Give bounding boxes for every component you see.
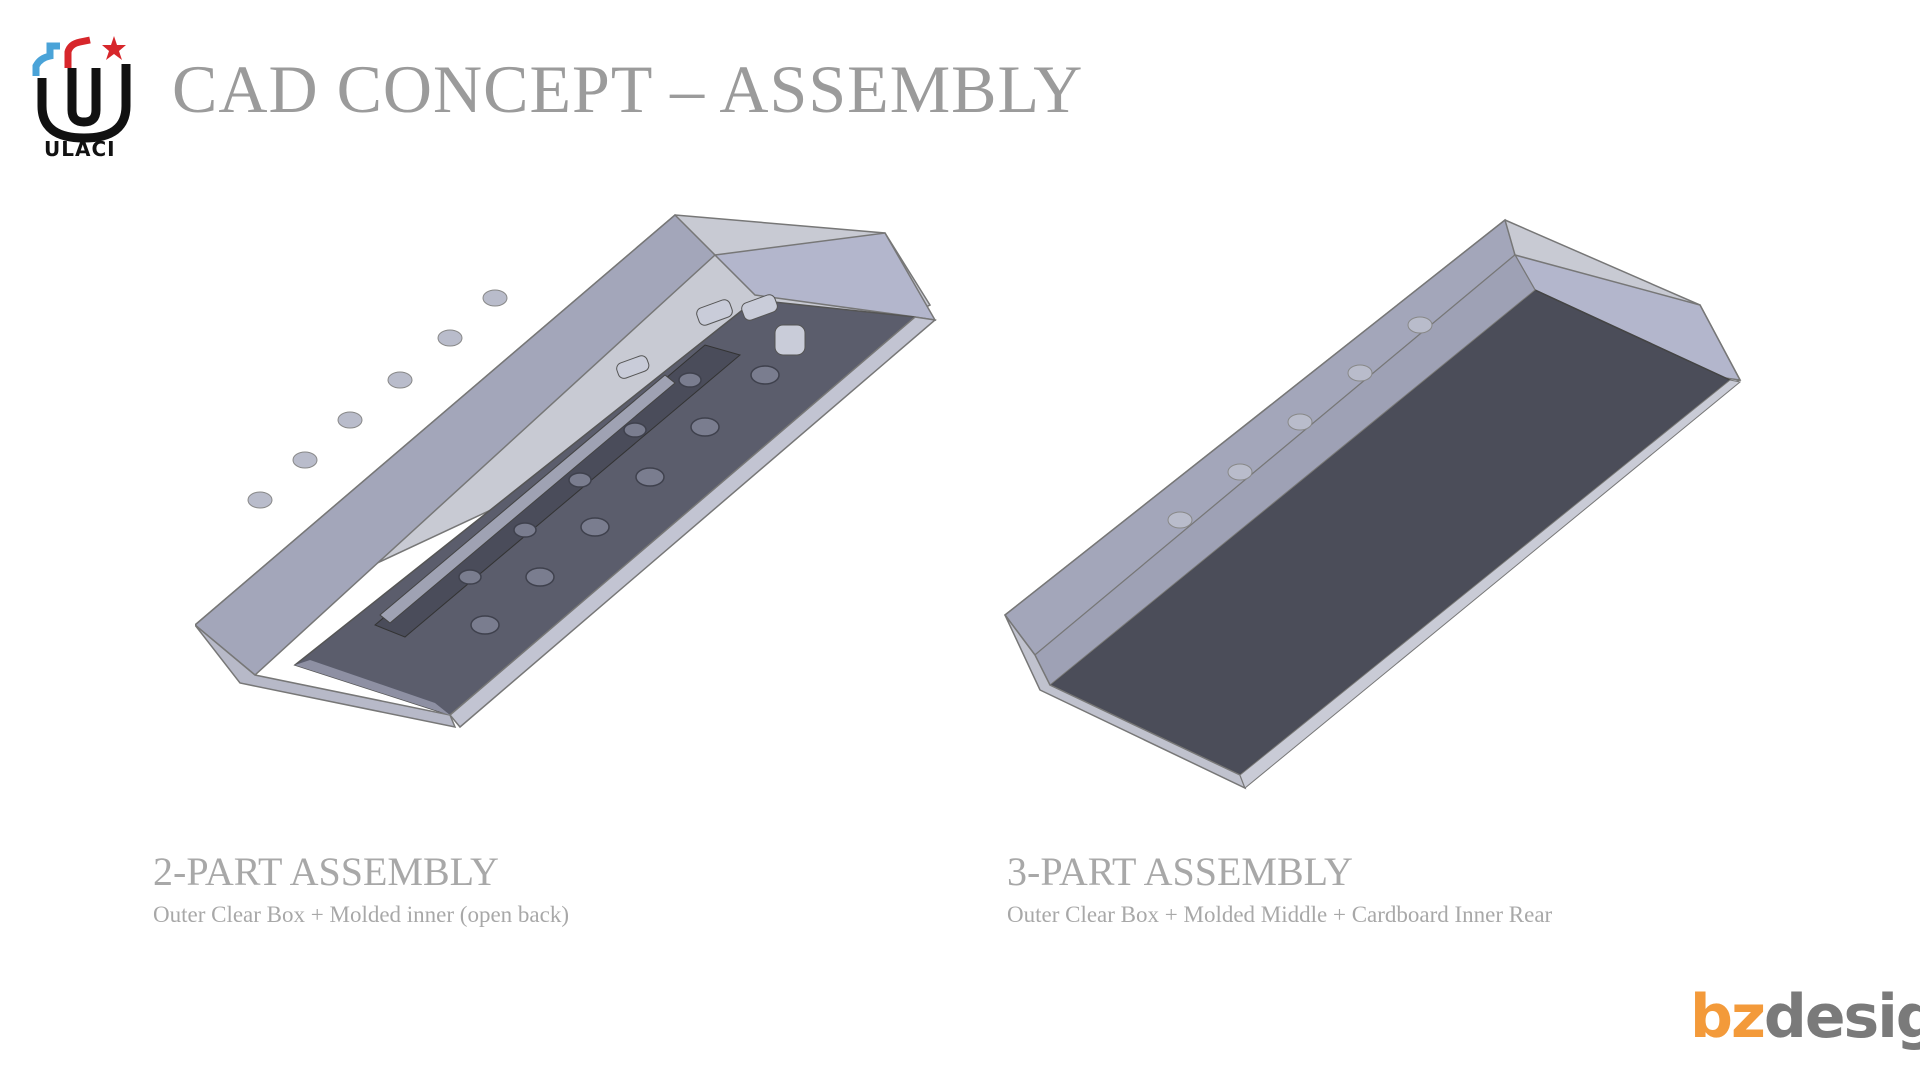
three-part-assembly-render (1000, 210, 1760, 790)
three-part-caption-title: 3-PART ASSEMBLY (1007, 849, 1353, 894)
ulaci-u-logo-icon (32, 36, 131, 143)
page-title: CAD CONCEPT – ASSEMBLY (172, 51, 1084, 127)
three-part-caption-subtitle: Outer Clear Box + Molded Middle + Cardbo… (1007, 902, 1553, 927)
logo-text: ULACI (44, 137, 116, 161)
brand-bz: bz (1690, 982, 1766, 1052)
brand-design: design (1763, 982, 1920, 1052)
ulaci-logo (28, 18, 138, 158)
two-part-assembly-render-icon (193, 213, 937, 729)
two-part-caption-subtitle: Outer Clear Box + Molded inner (open bac… (153, 902, 569, 927)
two-part-assembly-render (193, 205, 955, 745)
two-part-caption-title: 2-PART ASSEMBLY (153, 849, 499, 894)
three-part-assembly-render-icon (1003, 218, 1742, 790)
bzdesign-logo: bzdesign (1690, 985, 1920, 1049)
